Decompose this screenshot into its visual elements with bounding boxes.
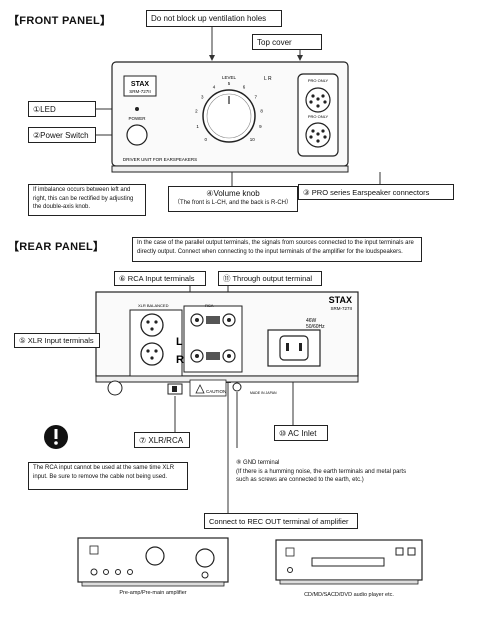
rear-brand-text: STAX [329, 295, 352, 305]
right-channel-mark: R [176, 354, 184, 366]
volume-scale-mark: 3 [201, 94, 204, 99]
rca-small-label: RCA [205, 303, 214, 308]
ac-inlet-callout-box: ⑩ AC Inlet [274, 425, 328, 441]
led-callout-box: ①LED [28, 101, 96, 117]
volume-scale-mark: 5 [228, 81, 231, 86]
led-indicator [135, 107, 139, 111]
cd-player-device [275, 539, 423, 585]
rca-input-callout-box: ⑥ RCA Input terminals [114, 271, 206, 286]
rear-model-text: SRM-727II [330, 306, 352, 311]
gnd-terminal [232, 382, 242, 392]
rca-xlr-warning-box: The RCA input cannot be used at the same… [28, 462, 188, 490]
level-label: LEVEL [222, 75, 237, 80]
volume-knob-note: （The front is L-CH, and the back is R-CH… [173, 200, 293, 206]
vent-note-box: Do not block up ventilation holes [146, 10, 282, 27]
pro-only-label-2: PRO ONLY [308, 114, 329, 119]
caution-text: CAUTION [206, 389, 226, 394]
exclamation-warning-icon [44, 425, 68, 449]
volume-scale-mark: 1 [196, 124, 199, 129]
selector-lever [172, 386, 177, 392]
left-channel-mark: L [176, 336, 183, 348]
rear-panel-title: 【REAR PANEL】 [8, 241, 105, 253]
connectors-callout-box: ③ PRO series Earspeaker connectors [298, 184, 454, 200]
volume-scale-mark: 2 [195, 109, 198, 114]
caution-label-plate [189, 379, 227, 397]
top-cover-box: Top cover [252, 34, 322, 50]
rec-out-callout-box: Connect to REC OUT terminal of amplifier [204, 513, 358, 529]
volume-scale-mark: 7 [254, 94, 257, 99]
volume-knob-callout-box: ④Volume knob （The front is L-CH, and the… [168, 186, 298, 212]
power-label: POWER [128, 116, 146, 121]
volume-scale-mark: 8 [260, 109, 263, 114]
driver-unit-label: DRIVER UNIT FOR EARSPEAKERS [123, 157, 197, 162]
preamp-device [77, 537, 229, 587]
xlr-input-callout-box: ⑤ XLR Input terminals [14, 333, 100, 348]
power-switch-button [126, 124, 148, 146]
power-spec: 46W [306, 318, 317, 324]
power-switch-callout-box: ②Power Switch [28, 127, 96, 143]
front-panel-title: 【FRONT PANEL】 [8, 15, 112, 27]
front-model-text: SRM-727II [129, 89, 151, 94]
pro-connector-panel [297, 73, 339, 157]
rca-jacks [190, 313, 236, 363]
gnd-note: ⑧ GND terminal (If there is a humming no… [232, 458, 424, 492]
volume-knob [202, 89, 256, 143]
pro-only-label-1: PRO ONLY [308, 78, 329, 83]
parallel-output-note-box: In the case of the parallel output termi… [132, 237, 422, 262]
volume-scale-mark: 9 [259, 124, 262, 129]
warning-triangle-icon [195, 384, 205, 394]
top-cover-arrow-icon [297, 55, 303, 61]
volume-scale-mark: 10 [250, 137, 256, 142]
imbalance-note-box: If imbalance occurs between left and rig… [28, 184, 146, 216]
xlr-input-terminals [107, 313, 164, 396]
volume-scale-mark: 6 [243, 84, 246, 89]
volume-scale-mark: 0 [204, 137, 207, 142]
player-caption: CD/MD/SACD/DVD audio player etc. [304, 592, 394, 598]
preamp-caption: Pre-amp/Pre-main amplifier [119, 590, 187, 596]
xlr-balanced-label: XLR BALANCED [138, 303, 169, 308]
front-brand-text: STAX [131, 81, 149, 88]
through-output-callout-box: ⑪ Through output terminal [218, 271, 322, 286]
volume-knob-label: ④Volume knob [206, 189, 260, 198]
ac-inlet [267, 329, 321, 367]
channel-label: L R [264, 76, 272, 82]
volume-scale-mark: 4 [213, 84, 216, 89]
xlr-rca-callout-box: ⑦ XLR/RCA [134, 432, 190, 448]
volume-scale: 0 1 2 3 4 5 6 7 8 9 10 [195, 81, 263, 142]
freq-spec: 50/60Hz [306, 324, 325, 330]
vent-arrow-icon [209, 55, 215, 61]
made-in-japan-text: MADE IN JAPAN [250, 391, 277, 395]
